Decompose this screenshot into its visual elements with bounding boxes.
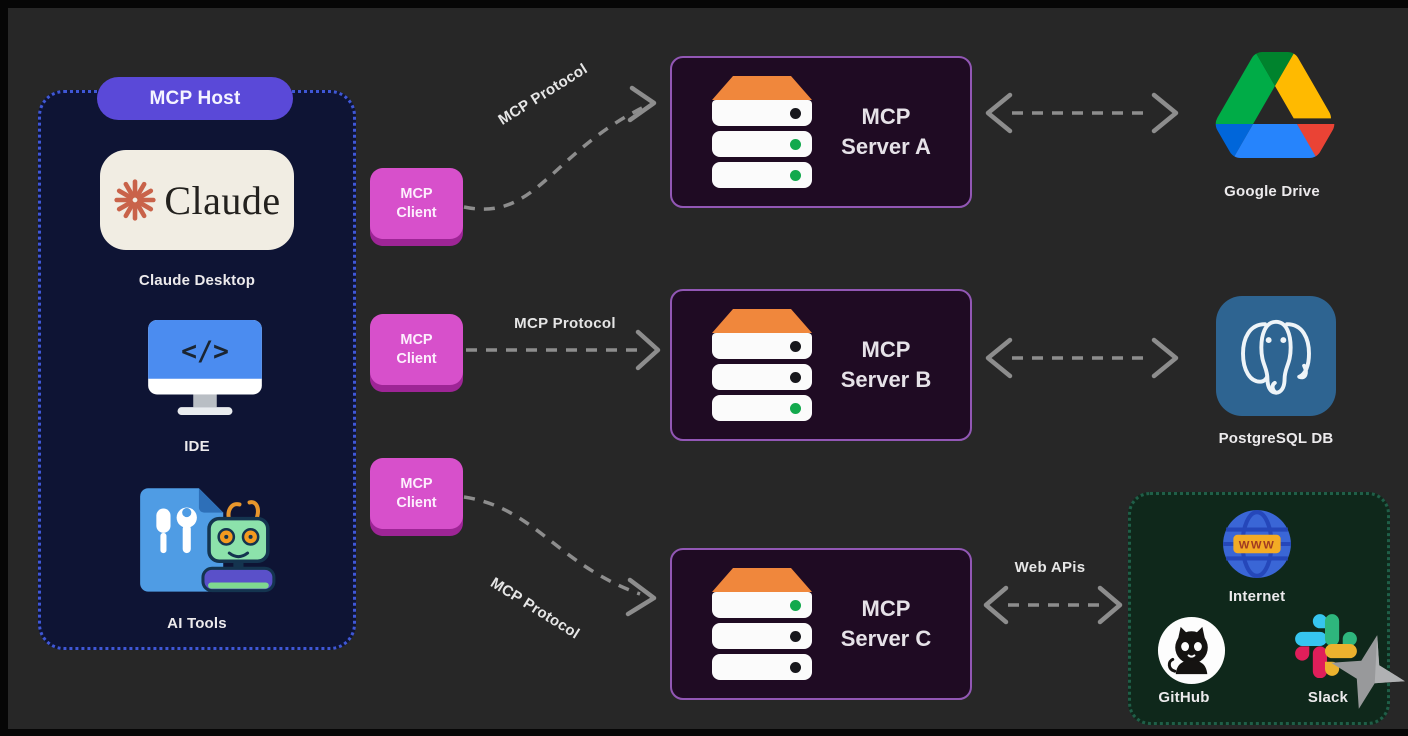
mcp-host-badge-label: MCP Host: [149, 87, 241, 109]
mcp-client-3: MCP Client: [370, 458, 463, 529]
arrowhead-gdrive-right: [1151, 92, 1179, 134]
mcp-server-c-name: MCP Server C: [812, 594, 970, 653]
server-led: [790, 599, 801, 611]
sparkle-cursor-icon: [1331, 635, 1405, 709]
arrowhead-web-right: [1097, 585, 1123, 625]
claude-app-card: Claude: [100, 150, 294, 250]
server-led: [790, 107, 801, 119]
server-led: [790, 371, 801, 383]
diagram-canvas: MCP Host Claude Claude Desktop </> IDE: [8, 8, 1408, 729]
mcp-client-2: MCP Client: [370, 314, 463, 385]
mcp-server-c-name-text: MCP Server C: [840, 596, 932, 651]
server-rack-top: [712, 568, 812, 592]
server-rack-bar: [712, 162, 812, 188]
server-rack-bar: [712, 100, 812, 126]
claude-desktop-label: Claude Desktop: [138, 272, 256, 289]
ai-tools-icon: [140, 488, 276, 593]
mcp-protocol-label-c: MCP Protocol: [487, 574, 583, 643]
slack-icon: [1295, 614, 1357, 678]
server-rack-bar: [712, 623, 812, 649]
server-led: [790, 661, 801, 673]
arrowhead-web-left: [983, 585, 1009, 625]
server-led: [790, 630, 801, 642]
mcp-client-2-label: MCP Client: [396, 332, 437, 367]
mcp-server-b-name: MCP Server B: [812, 335, 970, 394]
arrowhead-postgres-right: [1151, 337, 1179, 379]
mcp-server-b-name-text: MCP Server B: [840, 337, 932, 392]
mcp-client-1: MCP Client: [370, 168, 463, 239]
web-apis-label: Web APis: [1014, 559, 1086, 576]
arrowhead-serverC: [625, 577, 657, 617]
ide-icon: </>: [148, 319, 262, 416]
server-rack-bar: [712, 395, 812, 421]
mcp-server-a-name-text: MCP Server A: [841, 104, 931, 159]
mcp-client-3-label: MCP Client: [396, 476, 437, 511]
slack-label: Slack: [1307, 689, 1349, 706]
server-rack-bar: [712, 131, 812, 157]
server-led: [790, 402, 801, 414]
server-led: [790, 138, 801, 150]
arrowhead-gdrive-left: [985, 92, 1013, 134]
claude-starburst-icon: [114, 179, 156, 221]
claude-wordmark: Claude: [164, 177, 281, 223]
arrowhead-serverA: [627, 85, 657, 123]
server-led: [790, 340, 801, 352]
server-rack-bar: [712, 592, 812, 618]
postgresql-tile: [1216, 296, 1336, 416]
ide-label: IDE: [184, 438, 210, 455]
github-icon: [1157, 616, 1226, 685]
mcp-server-c-box: MCP Server C: [670, 548, 972, 700]
internet-www-banner: WWW: [1239, 540, 1276, 552]
server-rack-top: [712, 309, 812, 333]
arrowhead-serverB: [635, 329, 661, 371]
mcp-client-1-label: MCP Client: [396, 186, 437, 221]
google-drive-label: Google Drive: [1224, 183, 1320, 200]
mcp-server-b-box: MCP Server B: [670, 289, 972, 441]
internet-label: Internet: [1228, 588, 1286, 605]
ide-code-glyph: </>: [181, 336, 229, 367]
mcp-protocol-label-a: MCP Protocol: [495, 60, 591, 129]
postgresql-label: PostgreSQL DB: [1218, 430, 1334, 447]
github-label: GitHub: [1158, 689, 1210, 706]
server-led: [790, 169, 801, 181]
internet-globe-icon: WWW: [1223, 510, 1291, 578]
postgresql-elephant-icon: [1241, 319, 1311, 395]
mcp-server-a-box: MCP Server A: [670, 56, 972, 208]
server-rack-bar: [712, 364, 812, 390]
server-rack-icon: [712, 309, 812, 421]
mcp-host-badge: MCP Host: [97, 77, 293, 120]
mcp-server-a-name: MCP Server A: [812, 102, 970, 161]
ai-tools-label: AI Tools: [167, 615, 227, 632]
google-drive-icon: [1215, 52, 1335, 158]
server-rack-bar: [712, 333, 812, 359]
arrowhead-postgres-left: [985, 337, 1013, 379]
server-rack-bar: [712, 654, 812, 680]
server-rack-icon: [712, 76, 812, 188]
mcp-protocol-label-b: MCP Protocol: [514, 315, 616, 332]
server-rack-icon: [712, 568, 812, 680]
server-rack-top: [712, 76, 812, 100]
